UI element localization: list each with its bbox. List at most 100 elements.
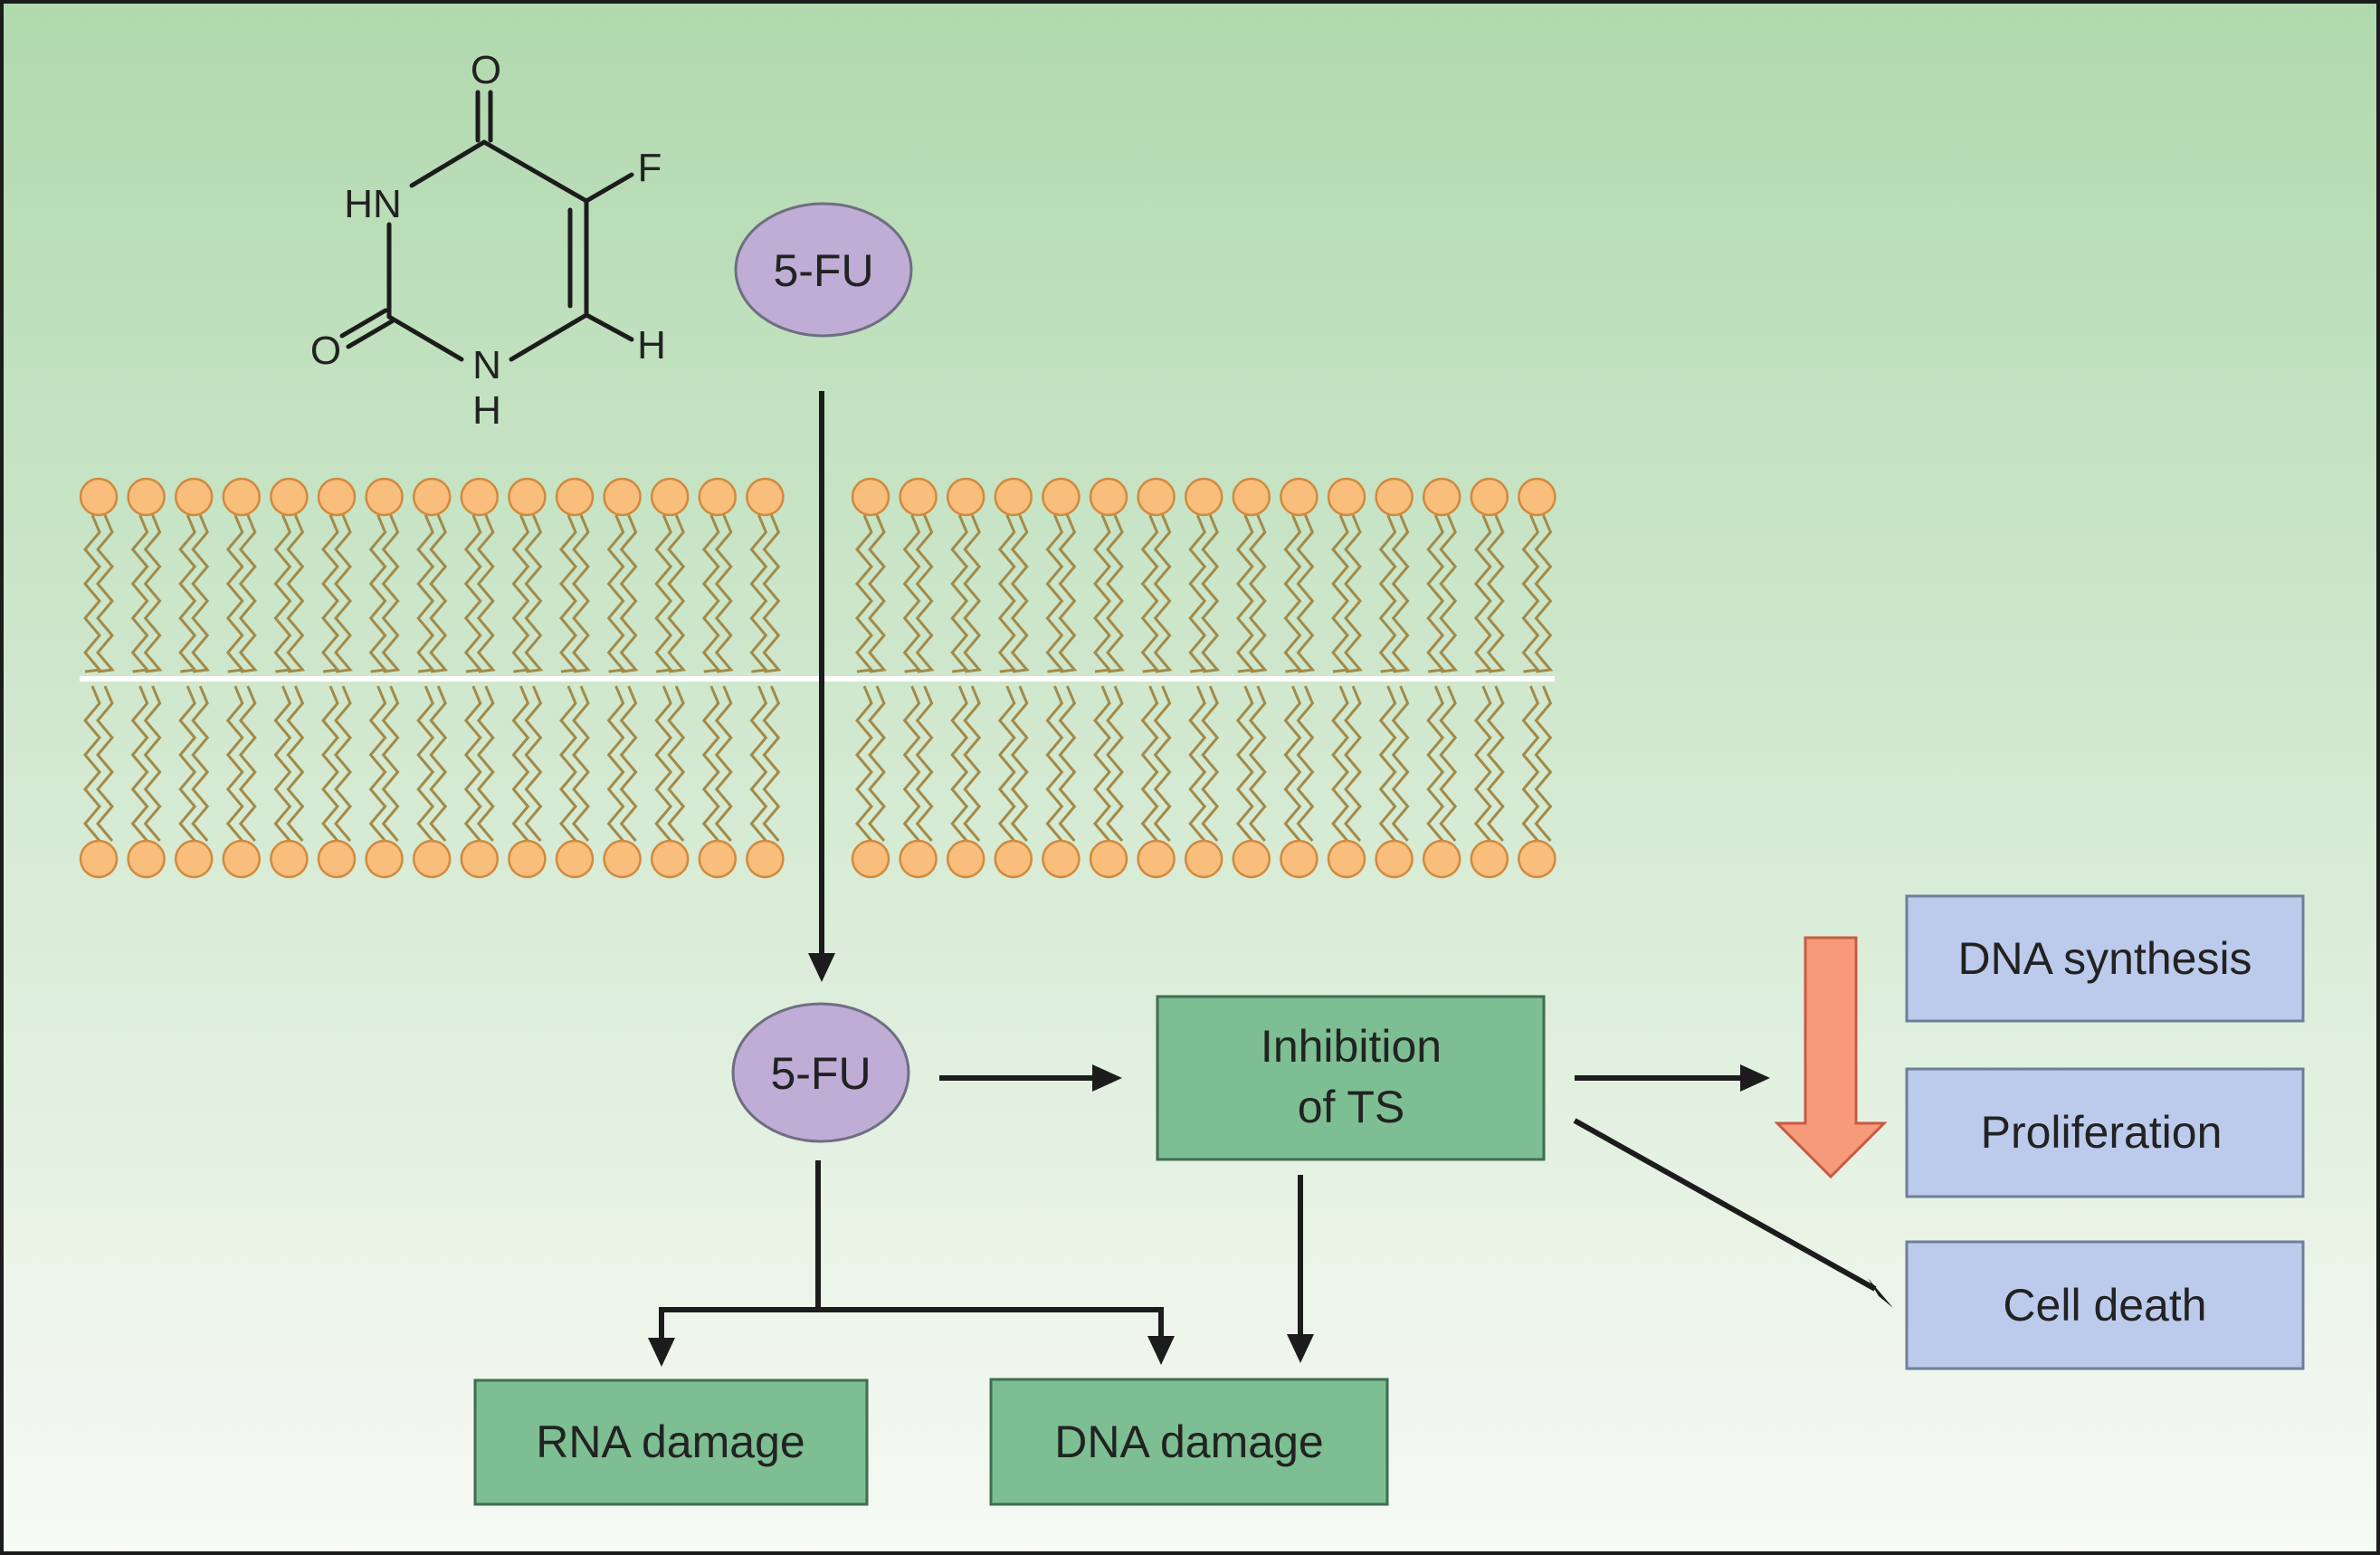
lipid-tail-upper [749, 514, 769, 673]
lipid-tail-upper [855, 514, 874, 673]
cell-death-box [1905, 1240, 2305, 1370]
lipid-tail-upper [1473, 514, 1493, 673]
lipid-tails [83, 514, 1554, 842]
lipid-tail-lower [463, 685, 482, 842]
lipid-tail-upper [1283, 514, 1303, 673]
lipid-tail-lower [902, 685, 921, 842]
lipid-tail-lower [83, 685, 101, 842]
lipid-tail-lower [1093, 685, 1111, 842]
lipid-tail-lower [654, 685, 673, 842]
cell-death-label: Cell death [2003, 1280, 2206, 1331]
lipid-tail-upper [334, 514, 353, 673]
5fu-outside-label: 5-FU [773, 245, 873, 296]
arrowhead-ts-to-cell-death [1868, 1278, 1893, 1308]
lipid-head-inner [412, 839, 452, 879]
lipid-head-inner [650, 839, 690, 879]
lipid-head-outer [1518, 477, 1557, 517]
lipid-tail-lower [606, 685, 625, 842]
lipid-tail-upper [96, 514, 115, 673]
atom-h-on-ring: H [637, 323, 666, 367]
lipid-head-outer [603, 477, 642, 517]
lipid-head-outer [1184, 477, 1223, 517]
lipid-tail-lower [1426, 685, 1445, 842]
arrowhead-ts-to-dna [1287, 1334, 1314, 1363]
lipid-head-inner [994, 839, 1033, 879]
lipid-tail-upper [524, 514, 544, 673]
lipid-tail-upper [1391, 514, 1411, 673]
lipid-head-outer [317, 477, 357, 517]
lipid-tail-upper [963, 514, 983, 673]
lipid-tail-lower [572, 685, 590, 842]
bond-n1-c2 [386, 314, 464, 362]
lipid-tail-lower [429, 685, 448, 842]
bond-c5-f [584, 172, 634, 204]
dna-synthesis-label: DNA synthesis [1957, 933, 2251, 984]
bond-c2-o-b [339, 308, 388, 339]
5fu-inside-label: 5-FU [770, 1048, 871, 1099]
bond-c4-n3 [409, 139, 487, 188]
lipid-tail-lower [855, 685, 873, 842]
lipid-tail-lower [511, 685, 530, 842]
lipid-tail-lower [238, 685, 257, 842]
5fu-inside-node: 5-FU [731, 1002, 910, 1143]
lipid-head-inner [1184, 839, 1223, 879]
lipid-head-outer [412, 477, 452, 517]
lipid-tail-lower [225, 685, 244, 842]
arrowhead-fu-to-ts [1092, 1064, 1122, 1092]
lipid-tail-lower [416, 685, 435, 842]
lipid-tail-lower [1235, 685, 1254, 842]
5fu-atom-labels: O HN F O N H H [310, 48, 666, 433]
proliferation-node: Proliferation [1905, 1067, 2305, 1198]
lipid-tail-lower [178, 685, 197, 842]
lipid-tail-upper [1153, 514, 1173, 673]
lipid-head-inner [555, 839, 595, 879]
lipid-tail-lower [96, 685, 114, 842]
lipid-head-outer [1375, 477, 1414, 517]
rna-damage-box [473, 1379, 869, 1506]
lipid-tail-lower [1248, 685, 1267, 842]
lipid-tail-upper [619, 514, 639, 673]
connector-lines [659, 391, 1877, 1341]
lipid-tail-upper [997, 514, 1017, 673]
dna-damage-label: DNA damage [1054, 1417, 1323, 1467]
lipid-tail-lower [963, 685, 982, 842]
proliferation-box [1905, 1067, 2305, 1198]
lipid-tail-upper [1486, 514, 1506, 673]
5fu-outside-node: 5-FU [734, 202, 913, 338]
lipid-tail-lower [1045, 685, 1064, 842]
lipid-head-inner [174, 839, 214, 879]
lipid-tail-upper [238, 514, 258, 673]
lipid-head-inner [1327, 839, 1366, 879]
lipid-head-inner [1042, 839, 1081, 879]
lipid-tail-lower [950, 685, 969, 842]
lipid-tail-lower [286, 685, 305, 842]
lipid-tail-lower [1534, 685, 1553, 842]
lipid-tail-lower [273, 685, 292, 842]
lipid-tail-lower [619, 685, 638, 842]
lipid-tail-lower [1296, 685, 1315, 842]
lipid-head-inner [946, 839, 985, 879]
lipid-bilayer-membrane [79, 477, 1557, 879]
lipid-tail-upper [762, 514, 782, 673]
inhibition-of-ts-label-line2: of TS [1298, 1082, 1405, 1132]
atom-hn: HN [344, 182, 402, 226]
lipid-tail-lower [559, 685, 577, 842]
atom-o-left: O [310, 329, 341, 373]
lipid-head-outer [650, 477, 690, 517]
lipid-tail-lower [1283, 685, 1302, 842]
lipid-tail-upper [1378, 514, 1398, 673]
lipid-head-inner [1280, 839, 1319, 879]
lipid-head-outer [698, 477, 738, 517]
lipid-head-inner [365, 839, 404, 879]
lipid-tail-upper [902, 514, 922, 673]
arrowheads [648, 953, 1893, 1367]
lipid-tail-lower [701, 685, 720, 842]
lipid-tail-upper [83, 514, 102, 673]
arrowhead-ts-to-decrease [1740, 1064, 1770, 1092]
lipid-tail-upper [1093, 514, 1112, 673]
lipid-tail-upper [1045, 514, 1065, 673]
lipid-head-outer [1089, 477, 1128, 517]
lipid-tail-upper [1140, 514, 1160, 673]
lipid-head-inner [1232, 839, 1271, 879]
5fu-outside-ellipse [734, 202, 913, 338]
